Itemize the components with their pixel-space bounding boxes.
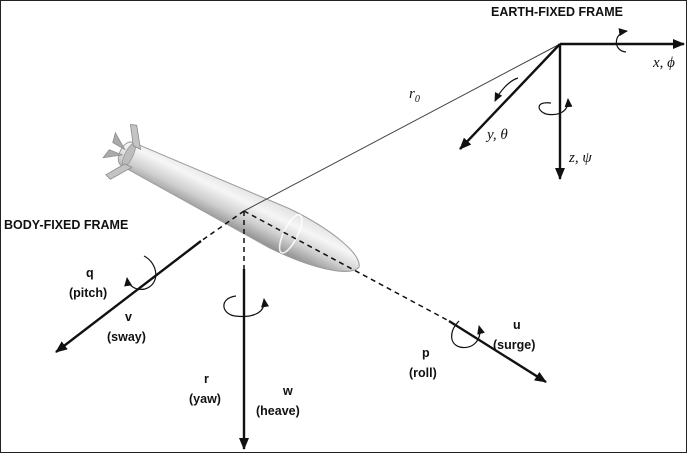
heave-name-label: (heave) xyxy=(256,404,300,418)
body-fixed-axes xyxy=(55,210,547,450)
auv-fin-lower xyxy=(105,163,133,180)
auv-hull-seam xyxy=(278,213,303,254)
auv-vehicle xyxy=(102,123,360,272)
yaw-rotation-arrow xyxy=(223,295,270,318)
position-vector-subscript: 0 xyxy=(415,94,420,105)
sway-velocity-label: v xyxy=(125,310,132,324)
pitch-name-label: (pitch) xyxy=(69,286,107,300)
position-vector-line xyxy=(243,43,561,212)
body-surge-axis xyxy=(448,319,547,384)
auv-hull xyxy=(117,141,360,272)
earth-x-axis-label: x, ϕ xyxy=(652,55,675,71)
heave-velocity-label: w xyxy=(282,384,293,398)
auv-fin-upper xyxy=(129,123,142,151)
roll-rate-label: p xyxy=(422,346,430,360)
earth-y-axis xyxy=(459,43,561,150)
earth-fixed-axes xyxy=(459,28,685,180)
earth-y-rotation-arrow xyxy=(494,77,519,102)
sway-name-label: (sway) xyxy=(107,330,146,344)
roll-rotation-arrow xyxy=(451,320,485,349)
pitch-rotation-arrow xyxy=(124,255,157,290)
surge-velocity-label: u xyxy=(513,318,521,332)
roll-name-label: (roll) xyxy=(409,366,437,380)
body-frame-title: BODY-FIXED FRAME xyxy=(4,218,128,232)
auv-propeller xyxy=(102,131,126,159)
yaw-rate-label: r xyxy=(204,372,209,386)
pitch-rate-label: q xyxy=(86,266,94,280)
position-vector-symbol: r xyxy=(409,86,415,102)
earth-x-rotation-arrow xyxy=(615,28,628,53)
position-vector-label: r0 xyxy=(409,86,420,105)
earth-frame-title: EARTH-FIXED FRAME xyxy=(491,5,623,19)
body-surge-axis-hidden xyxy=(243,210,450,322)
earth-y-axis-label: y, θ xyxy=(485,127,508,143)
earth-z-rotation-arrow xyxy=(538,98,573,116)
earth-z-axis-label: z, ψ xyxy=(568,150,592,166)
yaw-name-label: (yaw) xyxy=(189,392,221,406)
surge-name-label: (surge) xyxy=(493,338,535,352)
body-sway-axis xyxy=(55,240,202,353)
